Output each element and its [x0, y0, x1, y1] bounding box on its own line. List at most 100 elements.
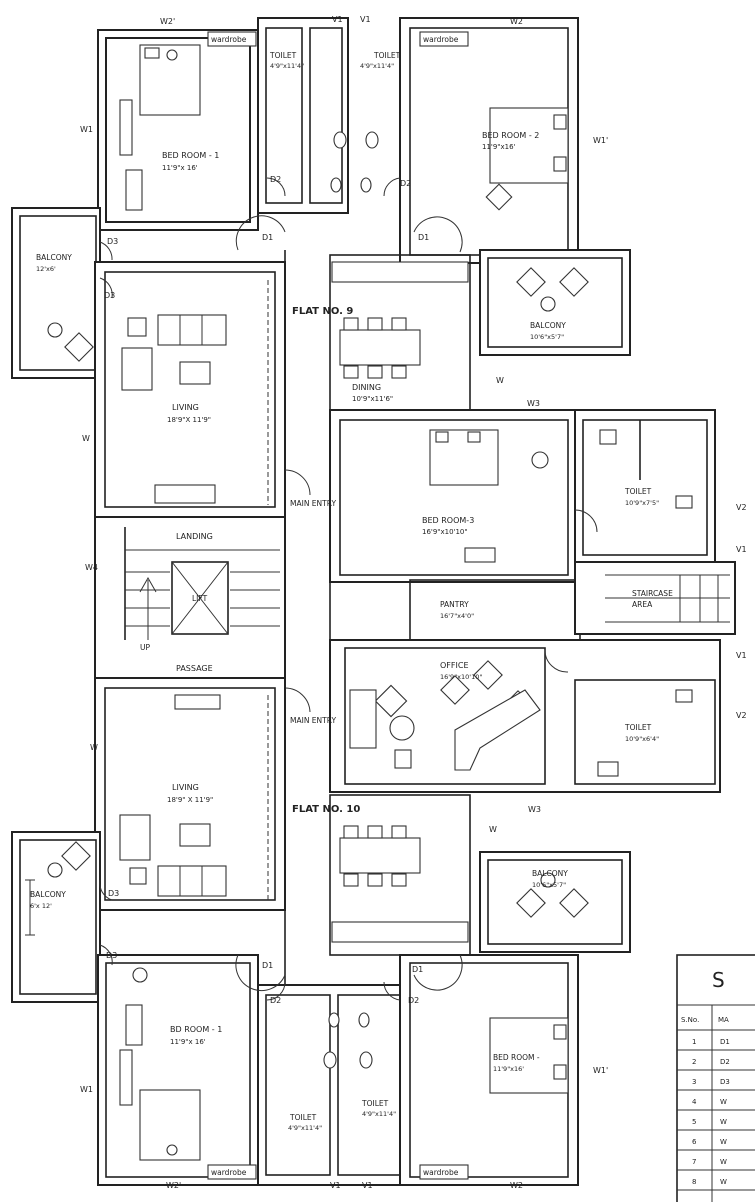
room-staircase-name: STAIRCASE [632, 589, 673, 598]
door-D2-top-l: D2 [270, 175, 281, 184]
room-bed3-name: BED ROOM-3 [422, 516, 474, 525]
core-labels: LANDING LIFT UP PASSAGE MAIN ENTRY MAIN … [140, 499, 336, 725]
window-W4: W4 [85, 563, 98, 572]
room-toilet-office-name: TOILET [624, 723, 652, 732]
schedule-row-sno: 6 [692, 1138, 697, 1146]
room-bed2-top-name: BED ROOM - 2 [482, 131, 539, 140]
schedule-header-mark: MA [718, 1016, 729, 1024]
window-W-top-r: W [496, 376, 504, 385]
vent-V1-office: V1 [736, 651, 747, 660]
schedule-row-sno: 5 [692, 1118, 696, 1126]
window-W1p-top: W1' [593, 136, 608, 145]
schedule-row-mark: W [720, 1098, 727, 1106]
door-D1-top-l: D1 [262, 233, 273, 242]
room-balcony-tr-dims: 10'6"x5'7" [530, 333, 564, 341]
vent-V1-bot-l: V1 [330, 1181, 341, 1190]
window-W1p-bot: W1' [593, 1066, 608, 1075]
room-dining-top-name: DINING [352, 383, 381, 392]
door-D1-bot-l: D1 [262, 961, 273, 970]
room-toilet-br-dims: 4'9"x11'4" [362, 1110, 396, 1118]
room-bed-bot-r-name: BED ROOM - [493, 1053, 540, 1062]
room-toilet-bl-dims: 4'9"x11'4" [288, 1124, 322, 1132]
schedule-row-mark: D2 [720, 1058, 730, 1066]
door-D1-bot-r: D1 [412, 965, 423, 974]
flat-10-walls [11, 677, 631, 1186]
vent-V1-top-l: V1 [332, 15, 343, 24]
room-bed1-top-dims: 11'9"x 16' [162, 164, 198, 172]
room-bed1-top-name: BED ROOM - 1 [162, 151, 219, 160]
schedule-table: S S.No. MA 1 D1 2 D2 3 D3 4 W 5 W 6 W 7 … [676, 954, 755, 1202]
vent-V2-office: V2 [736, 711, 747, 720]
schedule-row-sno: 7 [692, 1158, 696, 1166]
vent-V1-mid: V1 [736, 545, 747, 554]
schedule-row-mark: D1 [720, 1038, 730, 1046]
room-toilet-office-dims: 10'9"x6'4" [625, 735, 659, 743]
room-living-bot-dims: 18'9" X 11'9" [167, 796, 213, 804]
door-D2-bot-l: D2 [270, 996, 281, 1005]
room-toilet-b3-dims: 10'9"x7'5" [625, 499, 659, 507]
door-D3-top-2: D3 [104, 291, 115, 300]
schedule-row-mark: W [720, 1178, 727, 1186]
lift-label: LIFT [192, 594, 208, 603]
door-D2-top-r: D2 [400, 179, 411, 188]
room-balcony-br-dims: 10'6"x5'7" [532, 881, 566, 889]
room-staircase-dims: AREA [632, 600, 653, 609]
up-label: UP [140, 643, 150, 652]
room-balcony-br-name: BALCONY [532, 869, 568, 878]
room-balcony-tr-name: BALCONY [530, 321, 566, 330]
window-W-left-top: W [82, 434, 90, 443]
room-balcony-bl-name: BALCONY [30, 890, 66, 899]
door-D1-top-r: D1 [418, 233, 429, 242]
door-D3-bot-1: D3 [108, 889, 119, 898]
room-bed1-bot-name: BD ROOM - 1 [170, 1025, 222, 1034]
room-toilet-tl-dims: 4'9"x11'4" [270, 62, 304, 70]
vent-V2-top: V2 [736, 503, 747, 512]
room-living-top-name: LIVING [172, 403, 199, 412]
wardrobe-label: wardrobe [211, 1168, 247, 1177]
flat-labels: FLAT NO. 9 FLAT NO. 10 [292, 306, 360, 815]
wardrobe-label: wardrobe [211, 35, 247, 44]
schedule-row-sno: 4 [692, 1098, 697, 1106]
room-bed-bot-r-dims: 11'9"x16' [493, 1065, 524, 1073]
window-W3-bot: W3 [528, 805, 541, 814]
room-toilet-b3-name: TOILET [624, 487, 652, 496]
vent-V1-bot-r: V1 [362, 1181, 373, 1190]
schedule-row-sno: 1 [692, 1038, 696, 1046]
room-toilet-br-name: TOILET [361, 1099, 389, 1108]
room-pantry-dims: 16'7"x4'0" [440, 612, 474, 620]
room-toilet-tl-name: TOILET [269, 51, 297, 60]
room-balcony-tl-dims: 12'x6' [36, 265, 56, 273]
wardrobe-label: wardrobe [423, 35, 459, 44]
window-W1-top: W1 [80, 125, 93, 134]
schedule-row-mark: W [720, 1118, 727, 1126]
flat-9-label: FLAT NO. 9 [292, 306, 353, 317]
flat-10-furniture [47, 694, 589, 1161]
window-W2p-top: W2' [160, 17, 175, 26]
window-W-left-bot: W [90, 743, 98, 752]
wardrobe-labels: wardrobe wardrobe wardrobe wardrobe [207, 31, 469, 1180]
window-W-bot-r: W [489, 825, 497, 834]
room-balcony-tl-name: BALCONY [36, 253, 72, 262]
schedule-row-mark: W [720, 1138, 727, 1146]
room-labels: BED ROOM - 1 11'9"x 16' BED ROOM - 2 11'… [30, 51, 673, 1132]
door-D3-bot-2: D3 [106, 951, 117, 960]
schedule-title: S [712, 968, 725, 992]
room-toilet-tr-dims: 4'9"x11'4" [360, 62, 394, 70]
window-W3-top: W3 [527, 399, 540, 408]
window-W2-top: W2 [510, 17, 523, 26]
room-office-dims: 16'9"x10'10" [440, 673, 482, 681]
vent-V1-top-r: V1 [360, 15, 371, 24]
flat-10-doors [99, 879, 463, 1001]
schedule-row-mark: D3 [720, 1078, 730, 1086]
room-toilet-bl-name: TOILET [289, 1113, 317, 1122]
passage-label: PASSAGE [176, 664, 213, 673]
room-toilet-tr-name: TOILET [373, 51, 401, 60]
window-W2p-bot: W2' [166, 1181, 181, 1190]
flat-9-doors [99, 177, 598, 713]
room-bed3-dims: 16'9"x10'10" [422, 528, 468, 536]
landing-label: LANDING [176, 532, 213, 541]
main-entry-bot-label: MAIN ENTRY [290, 716, 336, 725]
room-bed1-bot-dims: 11'9"x 16' [170, 1038, 206, 1046]
opening-labels: W2' V1 V1 W2 W1 W1' D2 D2 D3 D1 D1 D3 W … [80, 15, 747, 1190]
window-W2-bot: W2 [510, 1181, 523, 1190]
